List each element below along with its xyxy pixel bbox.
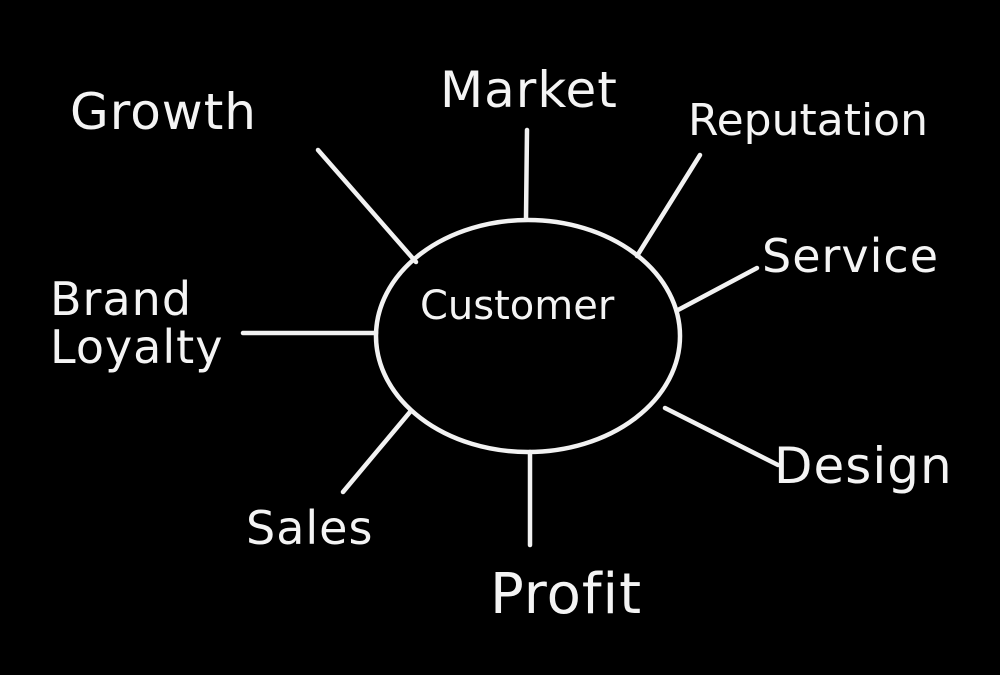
node-growth: Growth (70, 83, 257, 141)
node-brand-loyalty: Brand Loyalty (50, 272, 224, 375)
node-profit: Profit (490, 562, 643, 627)
center-ellipse (373, 217, 683, 455)
node-design: Design (774, 437, 953, 495)
connector-design (662, 405, 781, 468)
connector-sales (340, 409, 413, 495)
node-service: Service (762, 229, 940, 283)
connector-growth (315, 147, 419, 265)
node-market: Market (440, 61, 618, 119)
node-sales: Sales (246, 501, 374, 555)
connector-service (675, 265, 760, 313)
node-reputation: Reputation (688, 95, 928, 146)
connector-market (523, 127, 530, 221)
center-node-customer: Customer (420, 283, 615, 329)
connector-reputation (634, 152, 703, 259)
